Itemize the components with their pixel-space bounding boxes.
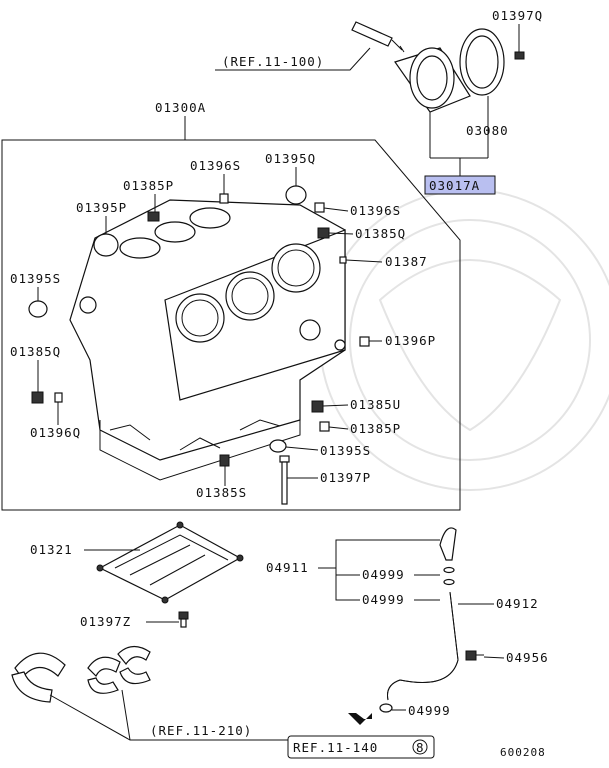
plug-01396Q-part[interactable] <box>54 392 63 403</box>
label-01385U: 01385U <box>350 397 401 412</box>
plug-01396S-top-part[interactable] <box>219 193 229 204</box>
label-01396S-right: 01396S <box>350 203 401 218</box>
label-01397Q: 01397Q <box>492 8 543 23</box>
main-bearing-shell-part[interactable] <box>11 652 66 703</box>
o-ring-04999-part[interactable] <box>379 703 393 713</box>
label-01395S-left: 01395S <box>10 271 61 286</box>
diagram-code: 600208 <box>500 746 546 759</box>
bolt-01397Q-part[interactable] <box>514 36 525 60</box>
label-01321: 01321 <box>30 542 73 557</box>
label-ref-11-140[interactable]: REF.11-140 <box>293 740 378 755</box>
pin-01387-part[interactable] <box>339 256 347 264</box>
label-01387: 01387 <box>385 254 428 269</box>
label-04956: 04956 <box>506 650 549 665</box>
oil-level-gauge-guide-04912-part[interactable] <box>387 591 459 701</box>
highlight-03017A <box>424 175 496 195</box>
oil-level-gauge-04911-part[interactable] <box>439 527 457 586</box>
label-01396Q: 01396Q <box>30 425 81 440</box>
label-01385P-top: 01385P <box>123 178 174 193</box>
label-04999-c: 04999 <box>408 703 451 718</box>
label-01385P-bot: 01385P <box>350 421 401 436</box>
label-04912: 04912 <box>496 596 539 611</box>
plug-01385Q-left-part[interactable] <box>31 391 44 404</box>
oil-seal-ring-part[interactable] <box>459 28 505 96</box>
plug-01395S-left-part[interactable] <box>28 300 48 318</box>
label-03017A[interactable]: 03017A <box>429 178 480 193</box>
oil-seal-case-part[interactable] <box>394 47 471 113</box>
block-group-frame <box>1 139 461 511</box>
thrust-bearing-part[interactable] <box>87 645 151 694</box>
bolt-01397P-part[interactable] <box>279 455 290 505</box>
label-01395P: 01395P <box>76 200 127 215</box>
sealant-tube-icon <box>351 21 405 53</box>
plug-01385S-part[interactable] <box>219 454 230 467</box>
cylinder-block-part[interactable] <box>69 199 346 481</box>
baffle-plate-01321-part[interactable] <box>96 521 244 604</box>
label-03080: 03080 <box>466 123 509 138</box>
label-ref-11-210[interactable]: (REF.11-210) <box>150 723 252 738</box>
label-01395S-bot: 01395S <box>320 443 371 458</box>
plug-01395Q-part[interactable] <box>285 185 307 205</box>
label-01397P: 01397P <box>320 470 371 485</box>
label-ref-11-100[interactable]: (REF.11-100) <box>222 54 324 69</box>
label-04999-a: 04999 <box>362 567 405 582</box>
label-01395Q: 01395Q <box>265 151 316 166</box>
plug-01385U-part[interactable] <box>311 400 324 413</box>
label-01396S-top: 01396S <box>190 158 241 173</box>
label-01300A: 01300A <box>155 100 206 115</box>
plug-01385Q-right-part[interactable] <box>317 227 330 239</box>
label-01385S: 01385S <box>196 485 247 500</box>
ref-11-140-box[interactable] <box>287 735 435 759</box>
plug-01385P-bot-part[interactable] <box>319 421 330 432</box>
label-01385Q-left: 01385Q <box>10 344 61 359</box>
label-ref-11-140-number: 8 <box>416 740 425 755</box>
label-01397Z: 01397Z <box>80 614 131 629</box>
ref-11-140-number-circle <box>412 739 428 755</box>
bolt-01397Z-part[interactable] <box>178 611 189 628</box>
label-04999-b: 04999 <box>362 592 405 607</box>
ref-11-140-arrow-icon <box>348 713 372 725</box>
bolt-04956-part[interactable] <box>465 650 484 661</box>
plug-01395S-bot-part[interactable] <box>269 439 287 453</box>
plug-01395P-part[interactable] <box>93 233 119 257</box>
plug-01396P-part[interactable] <box>359 336 370 347</box>
label-01385Q-right: 01385Q <box>355 226 406 241</box>
label-01396P: 01396P <box>385 333 436 348</box>
plug-01385P-top-part[interactable] <box>147 211 160 222</box>
label-04911: 04911 <box>266 560 309 575</box>
plug-01396S-right-part[interactable] <box>314 202 325 213</box>
